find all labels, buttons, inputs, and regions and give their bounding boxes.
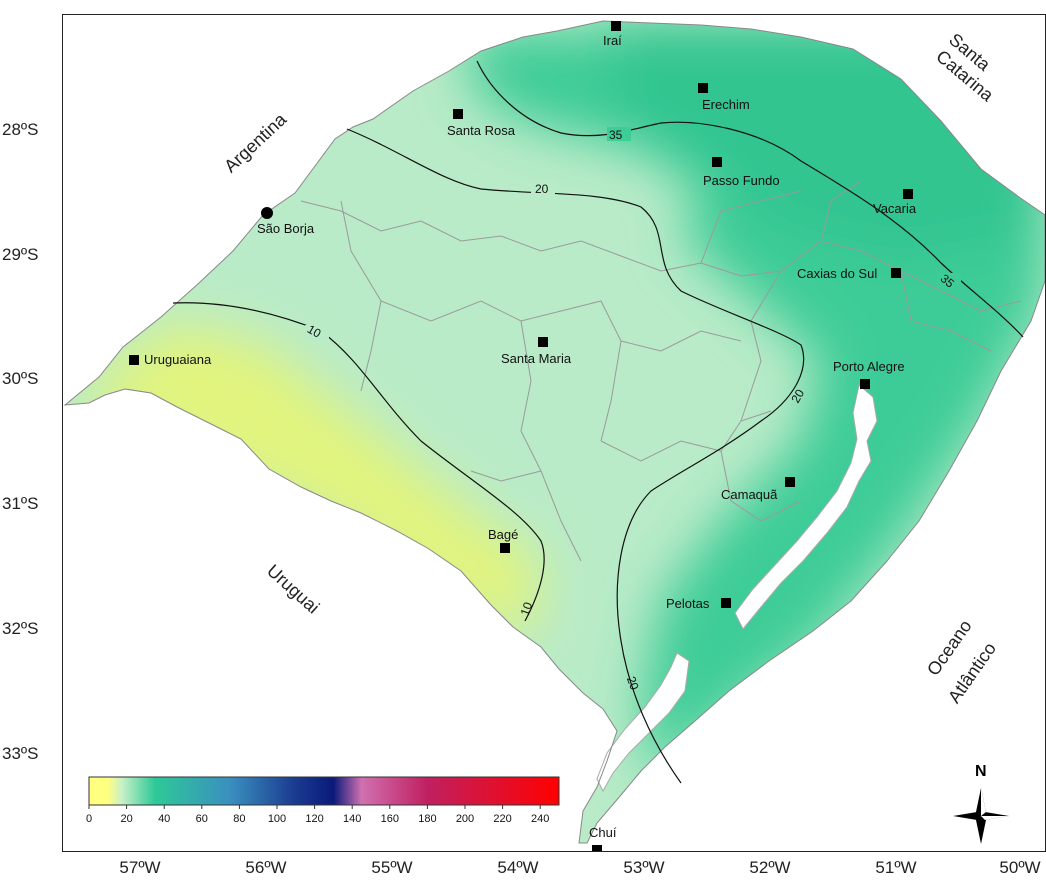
city-caxias-do-sul: Caxias do Sul (797, 266, 901, 281)
color-bar-tick-label: 240 (531, 813, 549, 825)
city-camaqua: Camaquã (721, 477, 795, 502)
color-bar-tick-label: 120 (305, 813, 323, 825)
lon-label-57: 57ºW (119, 858, 161, 877)
lon-label-51: 51ºW (875, 858, 917, 877)
map-canvas: 35 35 20 20 20 10 10 Argentina Uruguai S… (64, 20, 1046, 855)
color-bar-tick-label: 200 (456, 813, 474, 825)
city-porto-alegre: Porto Alegre (833, 359, 905, 389)
lagoons (596, 384, 878, 793)
color-bar-tick-label: 60 (196, 813, 208, 825)
svg-text:Uruguaiana: Uruguaiana (144, 352, 212, 367)
state-fill (65, 21, 1045, 843)
isoline-35 (476, 60, 1024, 338)
city-santa-maria: Santa Maria (501, 337, 572, 366)
color-bar-tick-label: 80 (233, 813, 245, 825)
lon-label-55: 55ºW (371, 858, 413, 877)
lon-label-53: 53ºW (623, 858, 665, 877)
color-bar-tick-label: 220 (493, 813, 511, 825)
isoline-20 (346, 128, 805, 784)
isoline-label-35a: 35 (609, 128, 623, 142)
svg-text:Chuí: Chuí (589, 825, 617, 840)
north-label: N (975, 763, 987, 780)
color-bar-tick-label: 20 (120, 813, 132, 825)
color-bar: 0 20 40 60 80 100 120 140 160 180 200 220 240 (86, 776, 560, 825)
color-bar-tick-label: 100 (268, 813, 286, 825)
isolines (172, 60, 1024, 784)
svg-text:Camaquã: Camaquã (721, 487, 778, 502)
isoline-label-10b: 10 (518, 600, 536, 618)
color-bar-tick-label: 140 (343, 813, 361, 825)
color-bar-tick-label: 40 (158, 813, 170, 825)
region-label-uruguai: Uruguai (263, 561, 323, 618)
svg-text:Iraí: Iraí (603, 33, 622, 48)
lon-label-54: 54ºW (497, 858, 539, 877)
isoline-label-20b: 20 (788, 387, 807, 406)
isoline-label-20c: 20 (624, 674, 642, 692)
region-boundaries (300, 180, 1022, 562)
color-bar-tick-label: 180 (418, 813, 436, 825)
svg-text:Passo Fundo: Passo Fundo (703, 173, 780, 188)
color-bar-tick-label: 0 (86, 813, 92, 825)
svg-text:Caxias do Sul: Caxias do Sul (797, 266, 877, 281)
city-bage: Bagé (488, 527, 518, 553)
isoline-label-20a: 20 (535, 182, 549, 196)
city-uruguaiana: Uruguaiana (129, 352, 212, 367)
city-santa-rosa: Santa Rosa (447, 109, 516, 138)
svg-text:Porto Alegre: Porto Alegre (833, 359, 905, 374)
color-bar-tick-label: 160 (381, 813, 399, 825)
region-label-argentina: Argentina (220, 109, 291, 177)
lon-label-52: 52ºW (749, 858, 791, 877)
isoline-labels: 35 35 20 20 20 10 10 (305, 127, 961, 692)
lat-label-32: 32ºS (2, 619, 39, 638)
cities: Iraí Erechim Santa Rosa Passo Fundo Vaca… (129, 21, 917, 855)
lon-label-56: 56ºW (245, 858, 287, 877)
svg-text:Vacaria: Vacaria (873, 201, 917, 216)
north-arrow-icon: N (953, 763, 1009, 844)
svg-text:Pelotas: Pelotas (666, 596, 710, 611)
city-sao-borja: São Borja (257, 207, 315, 236)
city-vacaria: Vacaria (873, 189, 917, 216)
lat-label-30: 30ºS (2, 369, 39, 388)
svg-text:Erechim: Erechim (702, 97, 750, 112)
city-pelotas: Pelotas (666, 596, 731, 611)
city-chui: Chuí (589, 825, 617, 855)
lat-label-29: 29ºS (2, 245, 39, 264)
lon-label-50: 50ºW (999, 858, 1041, 877)
isoline-label-10a: 10 (305, 322, 324, 341)
city-passo-fundo: Passo Fundo (703, 157, 780, 188)
city-irai: Iraí (603, 21, 622, 48)
svg-text:Santa Maria: Santa Maria (501, 351, 572, 366)
svg-text:São Borja: São Borja (257, 221, 315, 236)
map-frame: 35 35 20 20 20 10 10 Argentina Uruguai S… (62, 14, 1046, 855)
lat-label-28: 28ºS (2, 120, 39, 139)
isoline-10 (172, 302, 545, 622)
svg-text:Santa Rosa: Santa Rosa (447, 123, 516, 138)
lat-label-33: 33ºS (2, 744, 39, 763)
svg-text:Bagé: Bagé (488, 527, 518, 542)
city-erechim: Erechim (698, 83, 750, 112)
lat-label-31: 31ºS (2, 494, 39, 513)
